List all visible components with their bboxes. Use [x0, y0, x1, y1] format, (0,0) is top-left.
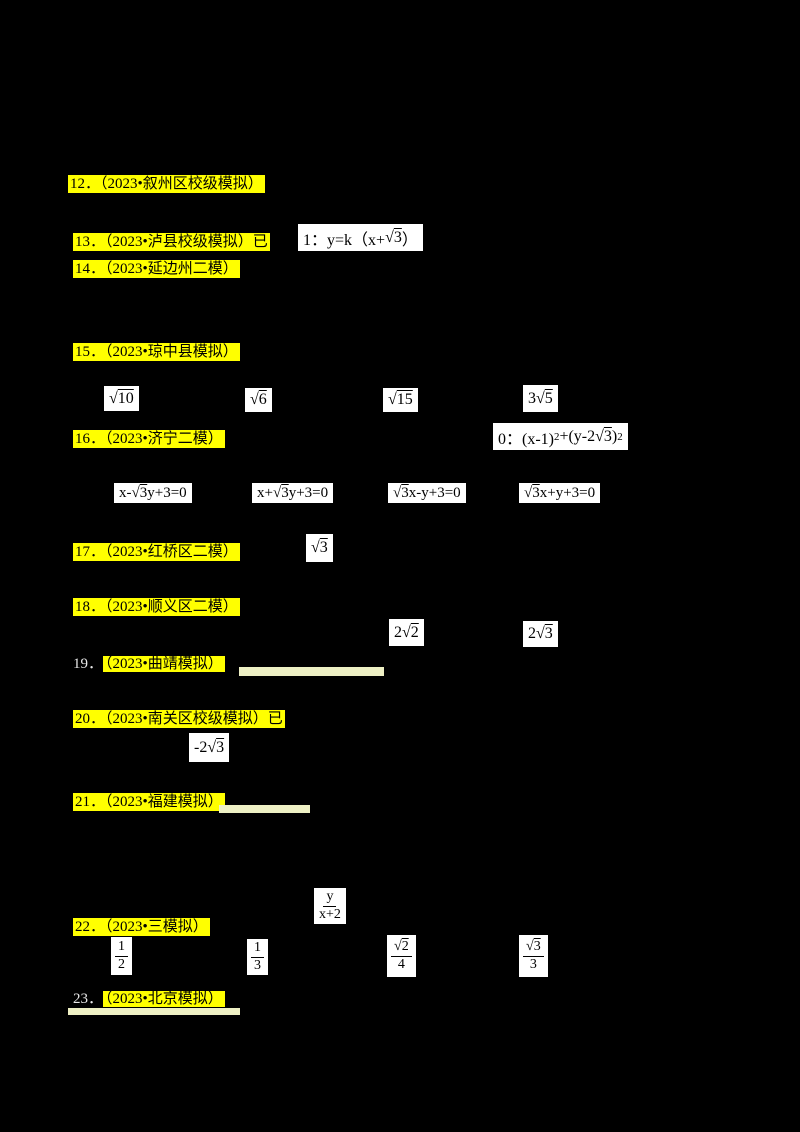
fraction-denominator: x+2 [319, 906, 341, 922]
fraction-numerator: y [323, 889, 337, 907]
item-22-label: 22．（2023•三模拟） [73, 918, 210, 936]
item-19-number: 19． [73, 656, 104, 672]
option-18-a: 2√2 [389, 619, 424, 646]
option-22-c: √2 4 [387, 935, 416, 977]
fraction-denominator: 2 [118, 956, 125, 972]
item-13-label: 13．（2023•泸县校级模拟）已 [73, 233, 270, 251]
item-19: 19．（2023•曲靖模拟） [73, 655, 225, 673]
fraction: √2 4 [391, 939, 412, 974]
item-17-label: 17．（2023•红桥区二模） [73, 543, 240, 561]
item-12-label: 12．（2023•叙州区校级模拟） [68, 175, 265, 193]
item-23: 23．（2023•北京模拟） [73, 990, 225, 1008]
item-20-label: 20．（2023•南关区校级模拟）已 [73, 710, 285, 728]
fraction: 1 3 [251, 940, 264, 975]
option-22-b: 1 3 [247, 939, 268, 975]
option-15-c: √15 [383, 388, 418, 412]
fraction-numerator: √2 [391, 939, 412, 957]
item-19-label: （2023•曲靖模拟） [103, 656, 225, 672]
fraction-numerator: 1 [251, 940, 264, 958]
item-21-label: 21．（2023•福建模拟） [73, 793, 225, 811]
fraction-denominator: 3 [254, 957, 261, 973]
formula-value-20: -2√3 [189, 733, 230, 762]
option-18-b: 2√3 [523, 621, 558, 647]
option-22-a: 1 2 [111, 937, 132, 975]
item-18-label: 18．（2023•顺义区二模） [73, 598, 240, 616]
answer-blank-highlight-19 [239, 667, 384, 676]
fraction-denominator: 3 [529, 956, 537, 972]
fraction-numerator: √3 [523, 939, 544, 957]
fraction: y x+2 [318, 889, 342, 924]
formula-circle-16: 0：(x-1)2+(y-2√3)2 [493, 423, 628, 450]
formula-line-13: 1：y=k（x+√3） [298, 224, 423, 251]
option-22-d: √3 3 [519, 935, 548, 977]
option-15-d: 3√5 [523, 385, 558, 412]
fraction-denominator: 4 [397, 956, 405, 972]
answer-blank-highlight-21 [219, 805, 310, 813]
item-16-label: 16．（2023•济宁二模） [73, 430, 225, 448]
fraction: 1 2 [115, 939, 128, 974]
formula-fraction-22: y x+2 [314, 888, 346, 924]
item-15-label: 15．（2023•琼中县模拟） [73, 343, 240, 361]
fraction: √3 3 [523, 939, 544, 974]
item-14-label: 14．（2023•延边州二模） [73, 260, 240, 278]
formula-value-17: √3 [306, 534, 333, 562]
item-23-label: （2023•北京模拟） [103, 991, 225, 1007]
item-23-number: 23． [73, 991, 104, 1007]
option-15-a: √10 [104, 386, 139, 411]
fraction-numerator: 1 [115, 939, 128, 957]
option-15-b: √6 [245, 388, 272, 412]
answer-blank-highlight-23 [68, 1008, 240, 1015]
